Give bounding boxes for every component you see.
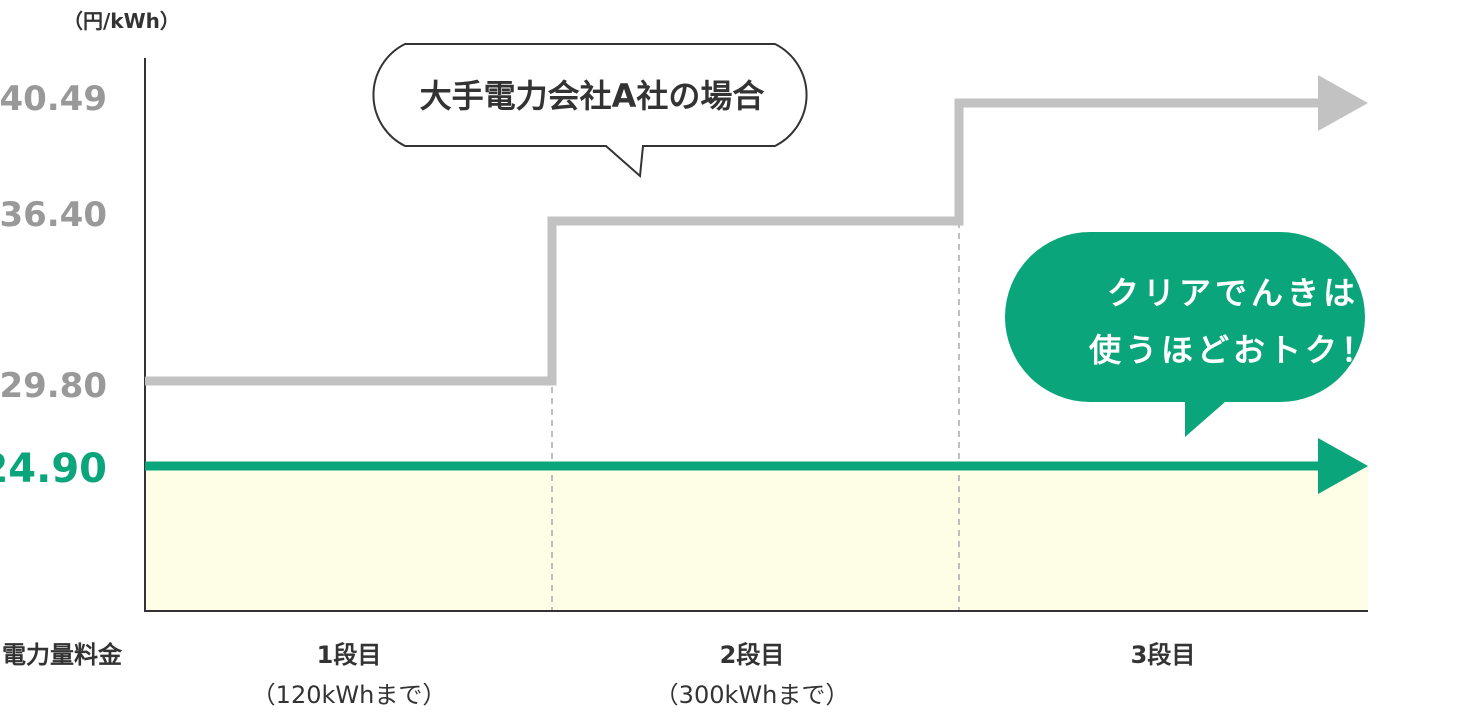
- clear-denki-arrowhead: [1318, 438, 1368, 494]
- row-label: 電力量料金: [2, 641, 123, 669]
- bubble-shape: [1005, 232, 1365, 437]
- tier-sublabel: （300kWhまで）: [655, 681, 850, 709]
- tier-label: 2段目: [720, 641, 785, 669]
- tier-label: 1段目: [317, 641, 382, 669]
- bubble-text: 大手電力会社A社の場合: [420, 77, 765, 115]
- y-unit-label: （円/kWh）: [63, 9, 180, 33]
- tier-sublabel: （120kWhまで）: [252, 681, 447, 709]
- y-tick-label-accent: 24.90: [0, 446, 107, 492]
- series-layer: [145, 75, 1368, 494]
- competitor-speech-bubble: 大手電力会社A社の場合: [372, 43, 808, 179]
- savings-fill-area: [145, 466, 1368, 611]
- y-tick-label: 29.80: [0, 366, 107, 406]
- y-tick-label: 40.49: [0, 79, 107, 119]
- bubble-text: クリアでんきは: [1107, 274, 1359, 312]
- competitor-line: [145, 98, 1330, 386]
- bubble-shape: [372, 43, 808, 179]
- competitor-arrowhead: [1318, 75, 1368, 131]
- bubble-text: 使うほどおトク！: [1088, 331, 1377, 369]
- clear-denki-speech-bubble: クリアでんきは 使うほどおトク！: [1005, 232, 1377, 437]
- tier-separators: [551, 222, 960, 611]
- y-tick-label: 36.40: [0, 195, 107, 235]
- tier-label: 3段目: [1131, 641, 1196, 669]
